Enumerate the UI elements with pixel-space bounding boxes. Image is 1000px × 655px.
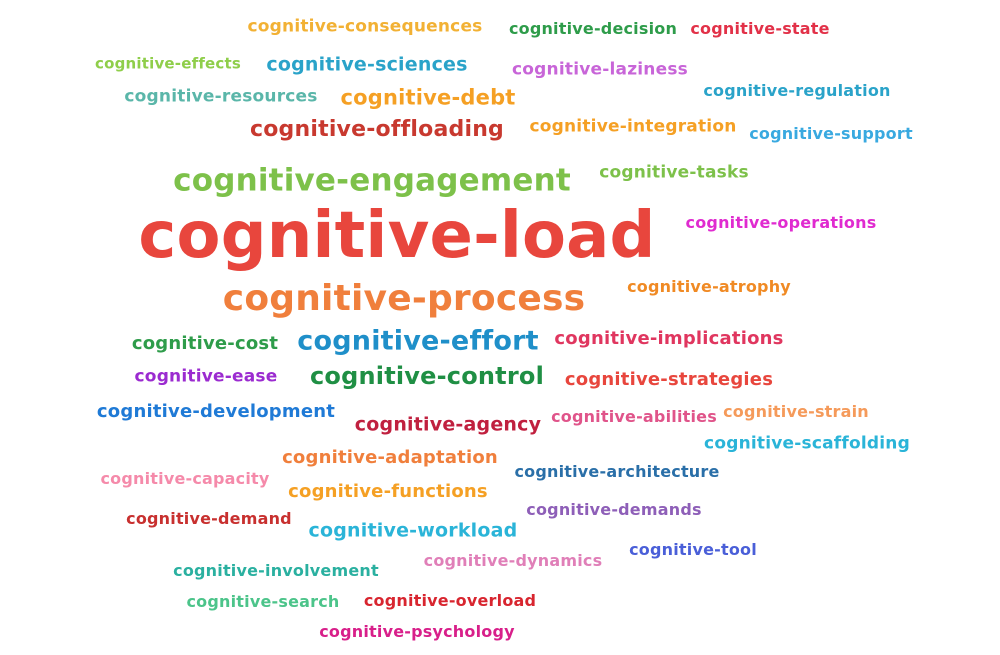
- word-cognitive-consequences: cognitive-consequences: [247, 16, 483, 37]
- word-cognitive-ease: cognitive-ease: [134, 366, 278, 387]
- word-cognitive-demands: cognitive-demands: [526, 500, 702, 519]
- word-cognitive-offloading: cognitive-offloading: [249, 117, 505, 142]
- word-cognitive-operations: cognitive-operations: [685, 213, 877, 232]
- word-cognitive-abilities: cognitive-abilities: [551, 407, 717, 426]
- word-cognitive-psychology: cognitive-psychology: [319, 622, 515, 641]
- word-cognitive-demand: cognitive-demand: [126, 509, 292, 528]
- word-cognitive-integration: cognitive-integration: [529, 116, 737, 137]
- word-cognitive-search: cognitive-search: [186, 592, 340, 611]
- word-cognitive-engagement: cognitive-engagement: [173, 162, 571, 199]
- word-cognitive-effort: cognitive-effort: [297, 325, 539, 357]
- word-cognitive-regulation: cognitive-regulation: [703, 81, 891, 100]
- word-cognitive-decision: cognitive-decision: [508, 19, 678, 38]
- word-cognitive-process: cognitive-process: [222, 278, 586, 319]
- word-cognitive-architecture: cognitive-architecture: [514, 462, 720, 481]
- word-cognitive-strain: cognitive-strain: [723, 402, 869, 421]
- word-cognitive-agency: cognitive-agency: [354, 413, 542, 436]
- word-cognitive-laziness: cognitive-laziness: [512, 59, 688, 80]
- word-cognitive-state: cognitive-state: [690, 19, 830, 38]
- word-cognitive-involvement: cognitive-involvement: [173, 561, 379, 580]
- word-cognitive-overload: cognitive-overload: [363, 591, 537, 610]
- word-cognitive-atrophy: cognitive-atrophy: [627, 277, 791, 296]
- word-cognitive-implications: cognitive-implications: [554, 328, 784, 349]
- word-cognitive-adaptation: cognitive-adaptation: [282, 447, 498, 468]
- word-cognitive-effects: cognitive-effects: [94, 54, 242, 73]
- word-cognitive-dynamics: cognitive-dynamics: [423, 551, 603, 570]
- word-cognitive-cost: cognitive-cost: [131, 333, 279, 354]
- word-cognitive-capacity: cognitive-capacity: [100, 469, 270, 488]
- word-cognitive-load: cognitive-load: [138, 199, 656, 273]
- word-cognitive-sciences: cognitive-sciences: [266, 53, 468, 76]
- word-cognitive-control: cognitive-control: [309, 362, 545, 390]
- word-cognitive-tasks: cognitive-tasks: [599, 162, 749, 183]
- word-cognitive-debt: cognitive-debt: [340, 85, 516, 110]
- word-cognitive-tool: cognitive-tool: [629, 540, 757, 559]
- word-cognitive-workload: cognitive-workload: [308, 519, 518, 542]
- word-cognitive-scaffolding: cognitive-scaffolding: [704, 433, 910, 454]
- word-cognitive-functions: cognitive-functions: [288, 481, 488, 502]
- word-cognitive-strategies: cognitive-strategies: [564, 369, 774, 390]
- word-cognitive-development: cognitive-development: [96, 401, 336, 422]
- word-cognitive-resources: cognitive-resources: [124, 86, 318, 107]
- word-cognitive-support: cognitive-support: [749, 124, 913, 143]
